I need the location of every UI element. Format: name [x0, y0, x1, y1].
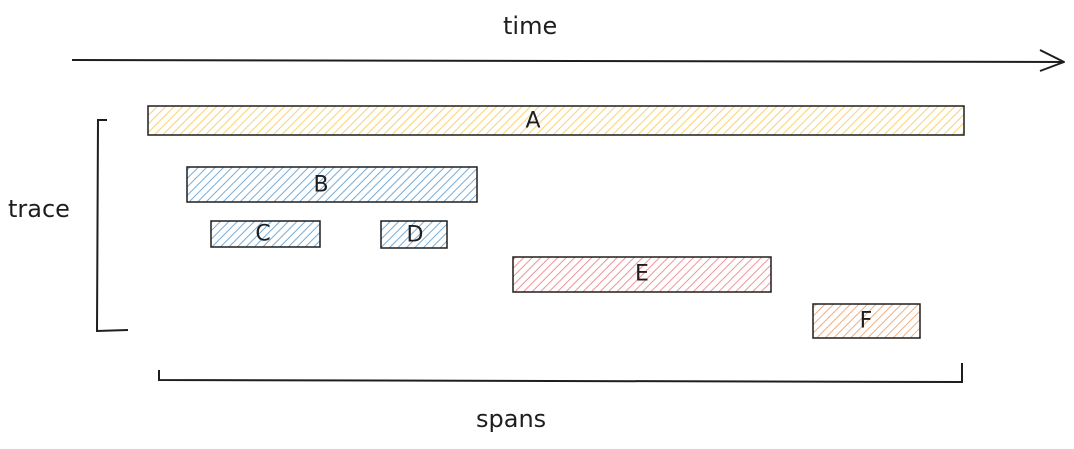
span-bar-f	[812, 303, 921, 339]
span-label-e: E	[635, 261, 649, 287]
span-label-a: A	[525, 108, 541, 134]
span-label-f: F	[859, 308, 873, 334]
span-bar-d	[380, 220, 448, 249]
time-axis-label: time	[503, 12, 558, 40]
trace-bracket	[95, 119, 129, 333]
time-axis	[71, 49, 1065, 72]
span-label-d: D	[406, 222, 424, 248]
span-label-b: B	[313, 172, 329, 198]
span-bar-c	[210, 220, 321, 248]
trace-label: trace	[8, 195, 70, 223]
time-axis-line	[71, 59, 1065, 63]
spans-bracket	[158, 363, 963, 384]
spans-label: spans	[476, 405, 547, 433]
span-bar-e	[512, 256, 772, 293]
span-bar-b	[186, 166, 478, 203]
span-bar-a	[147, 105, 965, 136]
time-axis-arrowhead	[1039, 49, 1065, 72]
span-label-c: C	[255, 221, 271, 247]
